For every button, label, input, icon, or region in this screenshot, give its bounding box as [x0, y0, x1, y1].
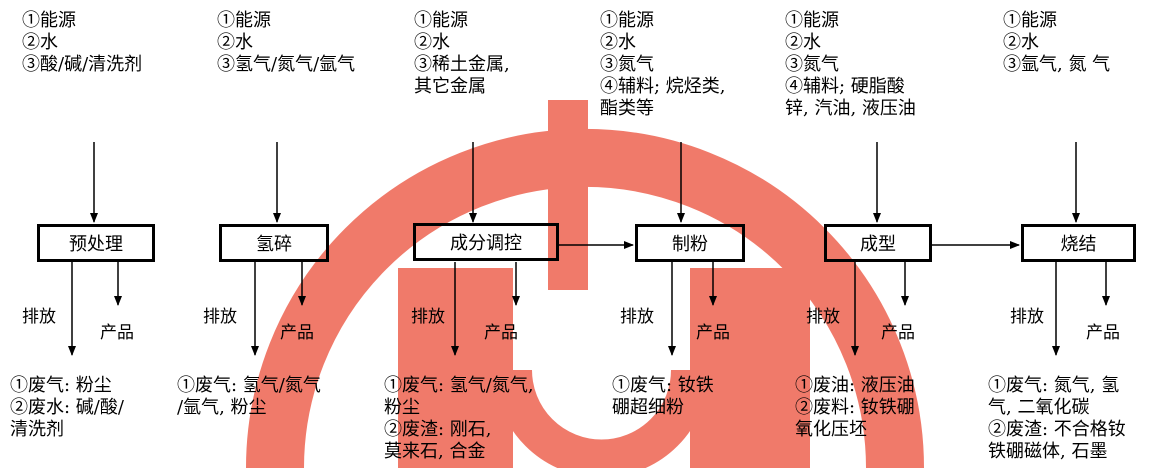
stage-1-product-label: 产品 — [100, 323, 134, 343]
stage-3-box: 成分调控 — [413, 223, 559, 261]
stage-1-box: 预处理 — [37, 224, 155, 262]
stage-6-box: 烧结 — [1021, 224, 1136, 262]
stage-2-box: 氢碎 — [219, 224, 329, 262]
stage-2-outputs: ①废气: 氢气/氮气/氩气, 粉尘 — [177, 375, 321, 418]
stage-4-box: 制粉 — [635, 224, 745, 262]
stage-3-discharge-label: 排放 — [411, 307, 445, 327]
watermark-inner-ring — [494, 369, 709, 468]
stage-1-discharge-label: 排放 — [22, 307, 56, 327]
stage-2-discharge-label: 排放 — [203, 307, 237, 327]
stage-4-product-label: 产品 — [696, 323, 730, 343]
stage-6-product-label: 产品 — [1086, 323, 1120, 343]
stage-5-box: 成型 — [824, 224, 932, 262]
stage-5-product-label: 产品 — [881, 323, 915, 343]
stage-2-product-label: 产品 — [280, 323, 314, 343]
stage-6-discharge-label: 排放 — [1010, 307, 1044, 327]
connector-lines — [68, 142, 1110, 356]
stage-4-outputs: ①废气: 钕铁硼超细粉 — [612, 375, 714, 418]
watermark-stem — [548, 100, 588, 290]
stage-5-discharge-label: 排放 — [806, 307, 840, 327]
watermark-right-pillar — [690, 268, 810, 468]
stage-3-product-label: 产品 — [484, 323, 518, 343]
stage-4-discharge-label: 排放 — [620, 307, 654, 327]
